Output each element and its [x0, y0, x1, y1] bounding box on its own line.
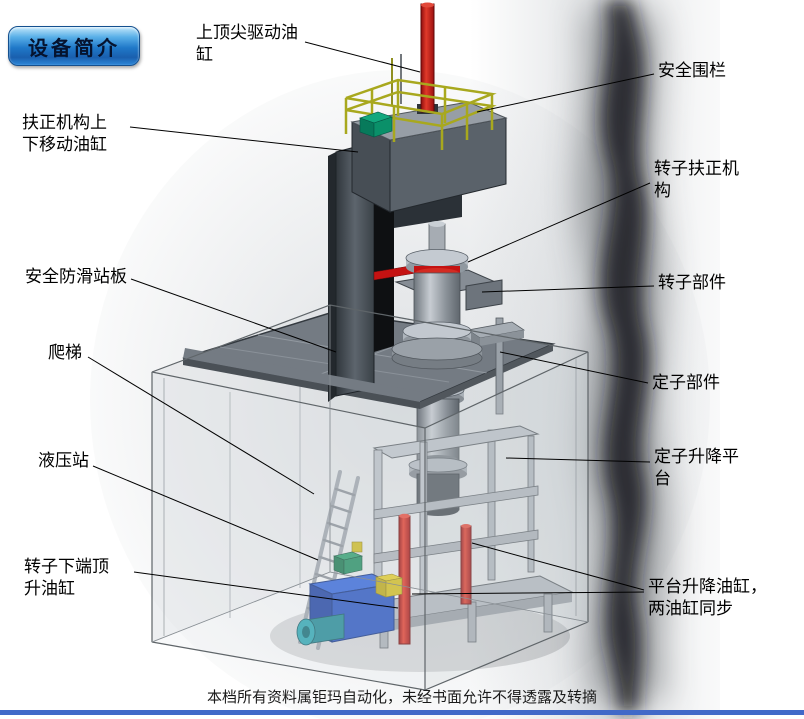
label-rotor-component: 转子部件 — [658, 273, 726, 292]
hydraulic-station-unit — [296, 541, 404, 646]
control-box-green — [359, 111, 393, 138]
pit-enclosure-front — [151, 304, 589, 691]
label-centering-lift-cylinder: 扶正机构上 下移动油缸 — [22, 113, 107, 155]
confidentiality-note: 本档所有资料属钜玛自动化，未经书面允许不得透露及转摘 — [206, 689, 597, 706]
label-platform-lift-cylinders: 平台升降油缸， 两油缸同步 — [648, 577, 767, 619]
label-top-spindle-cylinder: 上顶尖驱动油 缸 — [196, 23, 298, 65]
label-anti-slip-platform: 安全防滑站板 — [25, 267, 127, 286]
safety-railing — [344, 78, 497, 150]
label-rotor-centering-mechanism: 转子扶正机 构 — [654, 159, 739, 201]
section-badge: 设备简介 — [8, 26, 140, 66]
rotor-assembly — [391, 221, 483, 370]
smoke-shadow — [579, 0, 667, 712]
label-safety-fence: 安全围栏 — [658, 61, 726, 80]
label-rotor-bottom-jack-cylinder: 转子下端顶 升油缸 — [24, 557, 109, 599]
platform-front-band — [183, 317, 526, 415]
label-hydraulic-station: 液压站 — [38, 451, 89, 470]
leader-lines — [87, 41, 655, 609]
label-stator-lifting-platform: 定子升降平 台 — [654, 447, 739, 489]
label-ladder: 爬梯 — [48, 343, 82, 362]
footer-divider-bar — [0, 710, 804, 715]
label-stator-component: 定子部件 — [652, 373, 720, 392]
